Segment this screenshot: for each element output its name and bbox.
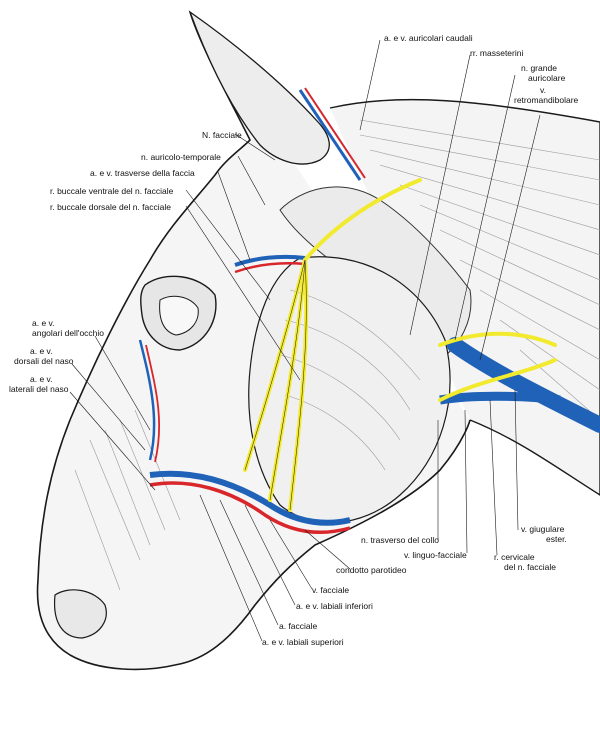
label-linguo-facciale: v. linguo-facciale (404, 550, 467, 560)
label-a-facciale: a. facciale (279, 621, 318, 631)
label-grande-auricolare-line1: n. grande (521, 63, 557, 73)
label-auricolo-temporale: n. auricolo-temporale (141, 152, 221, 162)
label-retromandibolare-line2: retromandibolare (514, 95, 579, 105)
label-angolari-line1: a. e v. (32, 318, 55, 328)
label-cervicale-line1: r. cervicale (494, 552, 535, 562)
transverse-facial-vessels (234, 254, 306, 267)
angular-artery (145, 344, 161, 463)
label-labiali-superiori: a. e v. labiali superiori (262, 637, 344, 647)
label-dorsali-naso-line1: a. e v. (30, 346, 53, 356)
nostril-outline (53, 589, 107, 639)
label-facciale-n: N. facciale (202, 130, 242, 140)
label-auricolari-caudali: a. e v. auricolari caudali (384, 33, 473, 43)
label-buccale-ventrale: r. buccale ventrale del n. facciale (50, 186, 174, 196)
label-laterali-naso-line2: laterali del naso (9, 384, 69, 394)
leader-lines (69, 39, 541, 642)
facial-nerve-outline (244, 259, 307, 511)
shading-hatching (74, 119, 600, 591)
label-grande-auricolare-line2: auricolare (528, 73, 566, 83)
label-cervicale-line2: del n. facciale (504, 562, 556, 572)
facial-vein (149, 470, 351, 526)
auricular-artery (304, 87, 366, 179)
label-angolari-line2: angolari dell'occhio (32, 328, 105, 338)
label-dorsali-naso-line2: dorsali del naso (14, 356, 74, 366)
angular-vessels (138, 339, 156, 461)
label-buccale-dorsale: r. buccale dorsale del n. facciale (50, 202, 171, 212)
label-v-facciale: v. facciale (312, 585, 350, 595)
label-trasverse-faccia: a. e v. trasverse della faccia (90, 168, 195, 178)
jugular-vein-lower (439, 391, 561, 405)
ear-outline (188, 10, 330, 165)
label-condotto-parotideo: condotto parotideo (336, 565, 407, 575)
label-labiali-inferiori: a. e v. labiali inferiori (296, 601, 373, 611)
eye-inner (159, 295, 199, 336)
label-masseterini: rr. masseterini (470, 48, 524, 58)
facial-artery (149, 481, 351, 534)
jugular-vein (447, 337, 600, 433)
label-giugulare-line1: v. giugulare (521, 524, 565, 534)
transverse-facial-artery (234, 262, 306, 274)
label-retromandibolare-line1: v. (540, 85, 546, 95)
label-laterali-naso-line1: a. e v. (30, 374, 53, 384)
auricular-vein (298, 89, 362, 181)
label-trasverso-collo: n. trasverso del collo (361, 535, 439, 545)
label-giugulare-line2: ester. (546, 534, 567, 544)
